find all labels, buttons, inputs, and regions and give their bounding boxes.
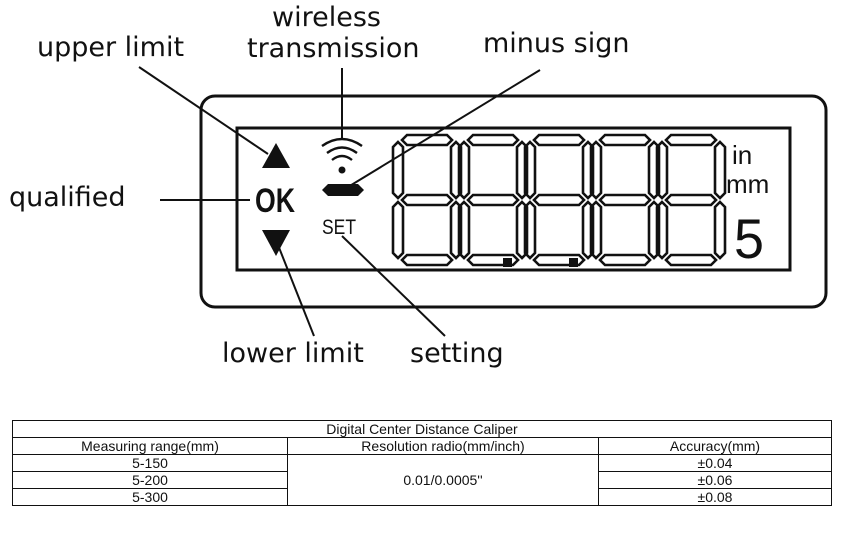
small-digit-indicator: 5 xyxy=(734,207,764,270)
digit-segment xyxy=(532,133,586,147)
leader-lower-limit xyxy=(277,244,315,337)
digit-segment xyxy=(713,140,727,200)
leader-setting xyxy=(341,235,446,337)
digit-segment xyxy=(391,200,405,260)
minus-sign-segment xyxy=(322,184,364,196)
digit-segment xyxy=(664,133,718,147)
unit-mm-label: mm xyxy=(726,169,769,199)
digit-segment xyxy=(598,133,652,147)
digit-segment xyxy=(466,133,520,147)
display-housing xyxy=(199,94,828,309)
lcd-ok-text: OK xyxy=(255,182,295,220)
cell-accuracy: ±0.04 xyxy=(598,454,832,472)
digit-segment xyxy=(532,193,586,207)
digit-segment xyxy=(515,200,529,260)
label-lower-limit: lower limit xyxy=(222,338,364,369)
decimal-point xyxy=(569,258,578,267)
label-qualified: qualified xyxy=(9,182,126,213)
header-resolution: Resolution radio(mm/inch) xyxy=(287,437,599,455)
digit-segment xyxy=(581,200,595,260)
cell-range: 5-300 xyxy=(12,488,288,506)
digit-segment xyxy=(457,140,471,200)
table-row: 5-150 0.01/0.0005'' ±0.04 xyxy=(12,454,832,506)
digit-segment xyxy=(655,200,669,260)
seven-segment-digits xyxy=(391,133,727,267)
cell-resolution: 0.01/0.0005'' xyxy=(287,454,599,506)
wireless-dot-icon xyxy=(338,166,346,174)
digit-segment xyxy=(400,133,454,147)
table-row: 5-200 ±0.06 xyxy=(12,471,832,489)
cell-accuracy: ±0.08 xyxy=(598,488,832,506)
unit-in-label: in xyxy=(732,140,752,170)
leader-upper-limit xyxy=(138,66,269,155)
digit-segment xyxy=(466,253,520,267)
digit-segment xyxy=(589,200,603,260)
digit-segment xyxy=(523,140,537,200)
upper-limit-triangle-icon xyxy=(262,143,290,168)
digit-segment xyxy=(457,200,471,260)
digit-segment xyxy=(523,200,537,260)
digit-segment xyxy=(449,200,463,260)
label-minus-sign: minus sign xyxy=(483,28,630,59)
digit-segment xyxy=(581,140,595,200)
digit-segment xyxy=(647,140,661,200)
digit-segment xyxy=(655,140,669,200)
label-wireless-line1: wireless xyxy=(272,2,381,33)
cell-range: 5-150 xyxy=(12,454,288,472)
digit-segment xyxy=(466,193,520,207)
digit-segment xyxy=(598,253,652,267)
lcd-set-text: SET xyxy=(322,216,356,239)
decimal-point xyxy=(503,258,512,267)
lcd-screen xyxy=(235,126,792,272)
header-measuring-range: Measuring range(mm) xyxy=(12,437,288,455)
digit-segment xyxy=(391,140,405,200)
table-row: 5-300 ±0.08 xyxy=(12,488,832,506)
label-wireless-line2: transmission xyxy=(247,33,420,64)
spec-table-title: Digital Center Distance Caliper xyxy=(12,420,832,438)
digit-segment xyxy=(598,193,652,207)
digit-segment xyxy=(589,140,603,200)
spec-table: Digital Center Distance Caliper Measurin… xyxy=(12,420,832,506)
digit-segment xyxy=(664,193,718,207)
digit-segment xyxy=(647,200,661,260)
cell-accuracy: ±0.06 xyxy=(598,471,832,489)
leader-minus-sign xyxy=(347,69,541,188)
digit-segment xyxy=(400,253,454,267)
digit-segment xyxy=(400,193,454,207)
lower-limit-triangle-icon xyxy=(262,230,290,256)
digit-segment xyxy=(532,253,586,267)
label-setting: setting xyxy=(410,338,504,369)
label-upper-limit: upper limit xyxy=(37,32,185,63)
cell-range: 5-200 xyxy=(12,471,288,489)
lcd-diagram: OK SET in mm 5 xyxy=(138,66,828,337)
digit-segment xyxy=(515,140,529,200)
header-accuracy: Accuracy(mm) xyxy=(598,437,832,455)
digit-segment xyxy=(664,253,718,267)
wireless-icon xyxy=(321,137,363,161)
digit-segment xyxy=(449,140,463,200)
digit-segment xyxy=(713,200,727,260)
